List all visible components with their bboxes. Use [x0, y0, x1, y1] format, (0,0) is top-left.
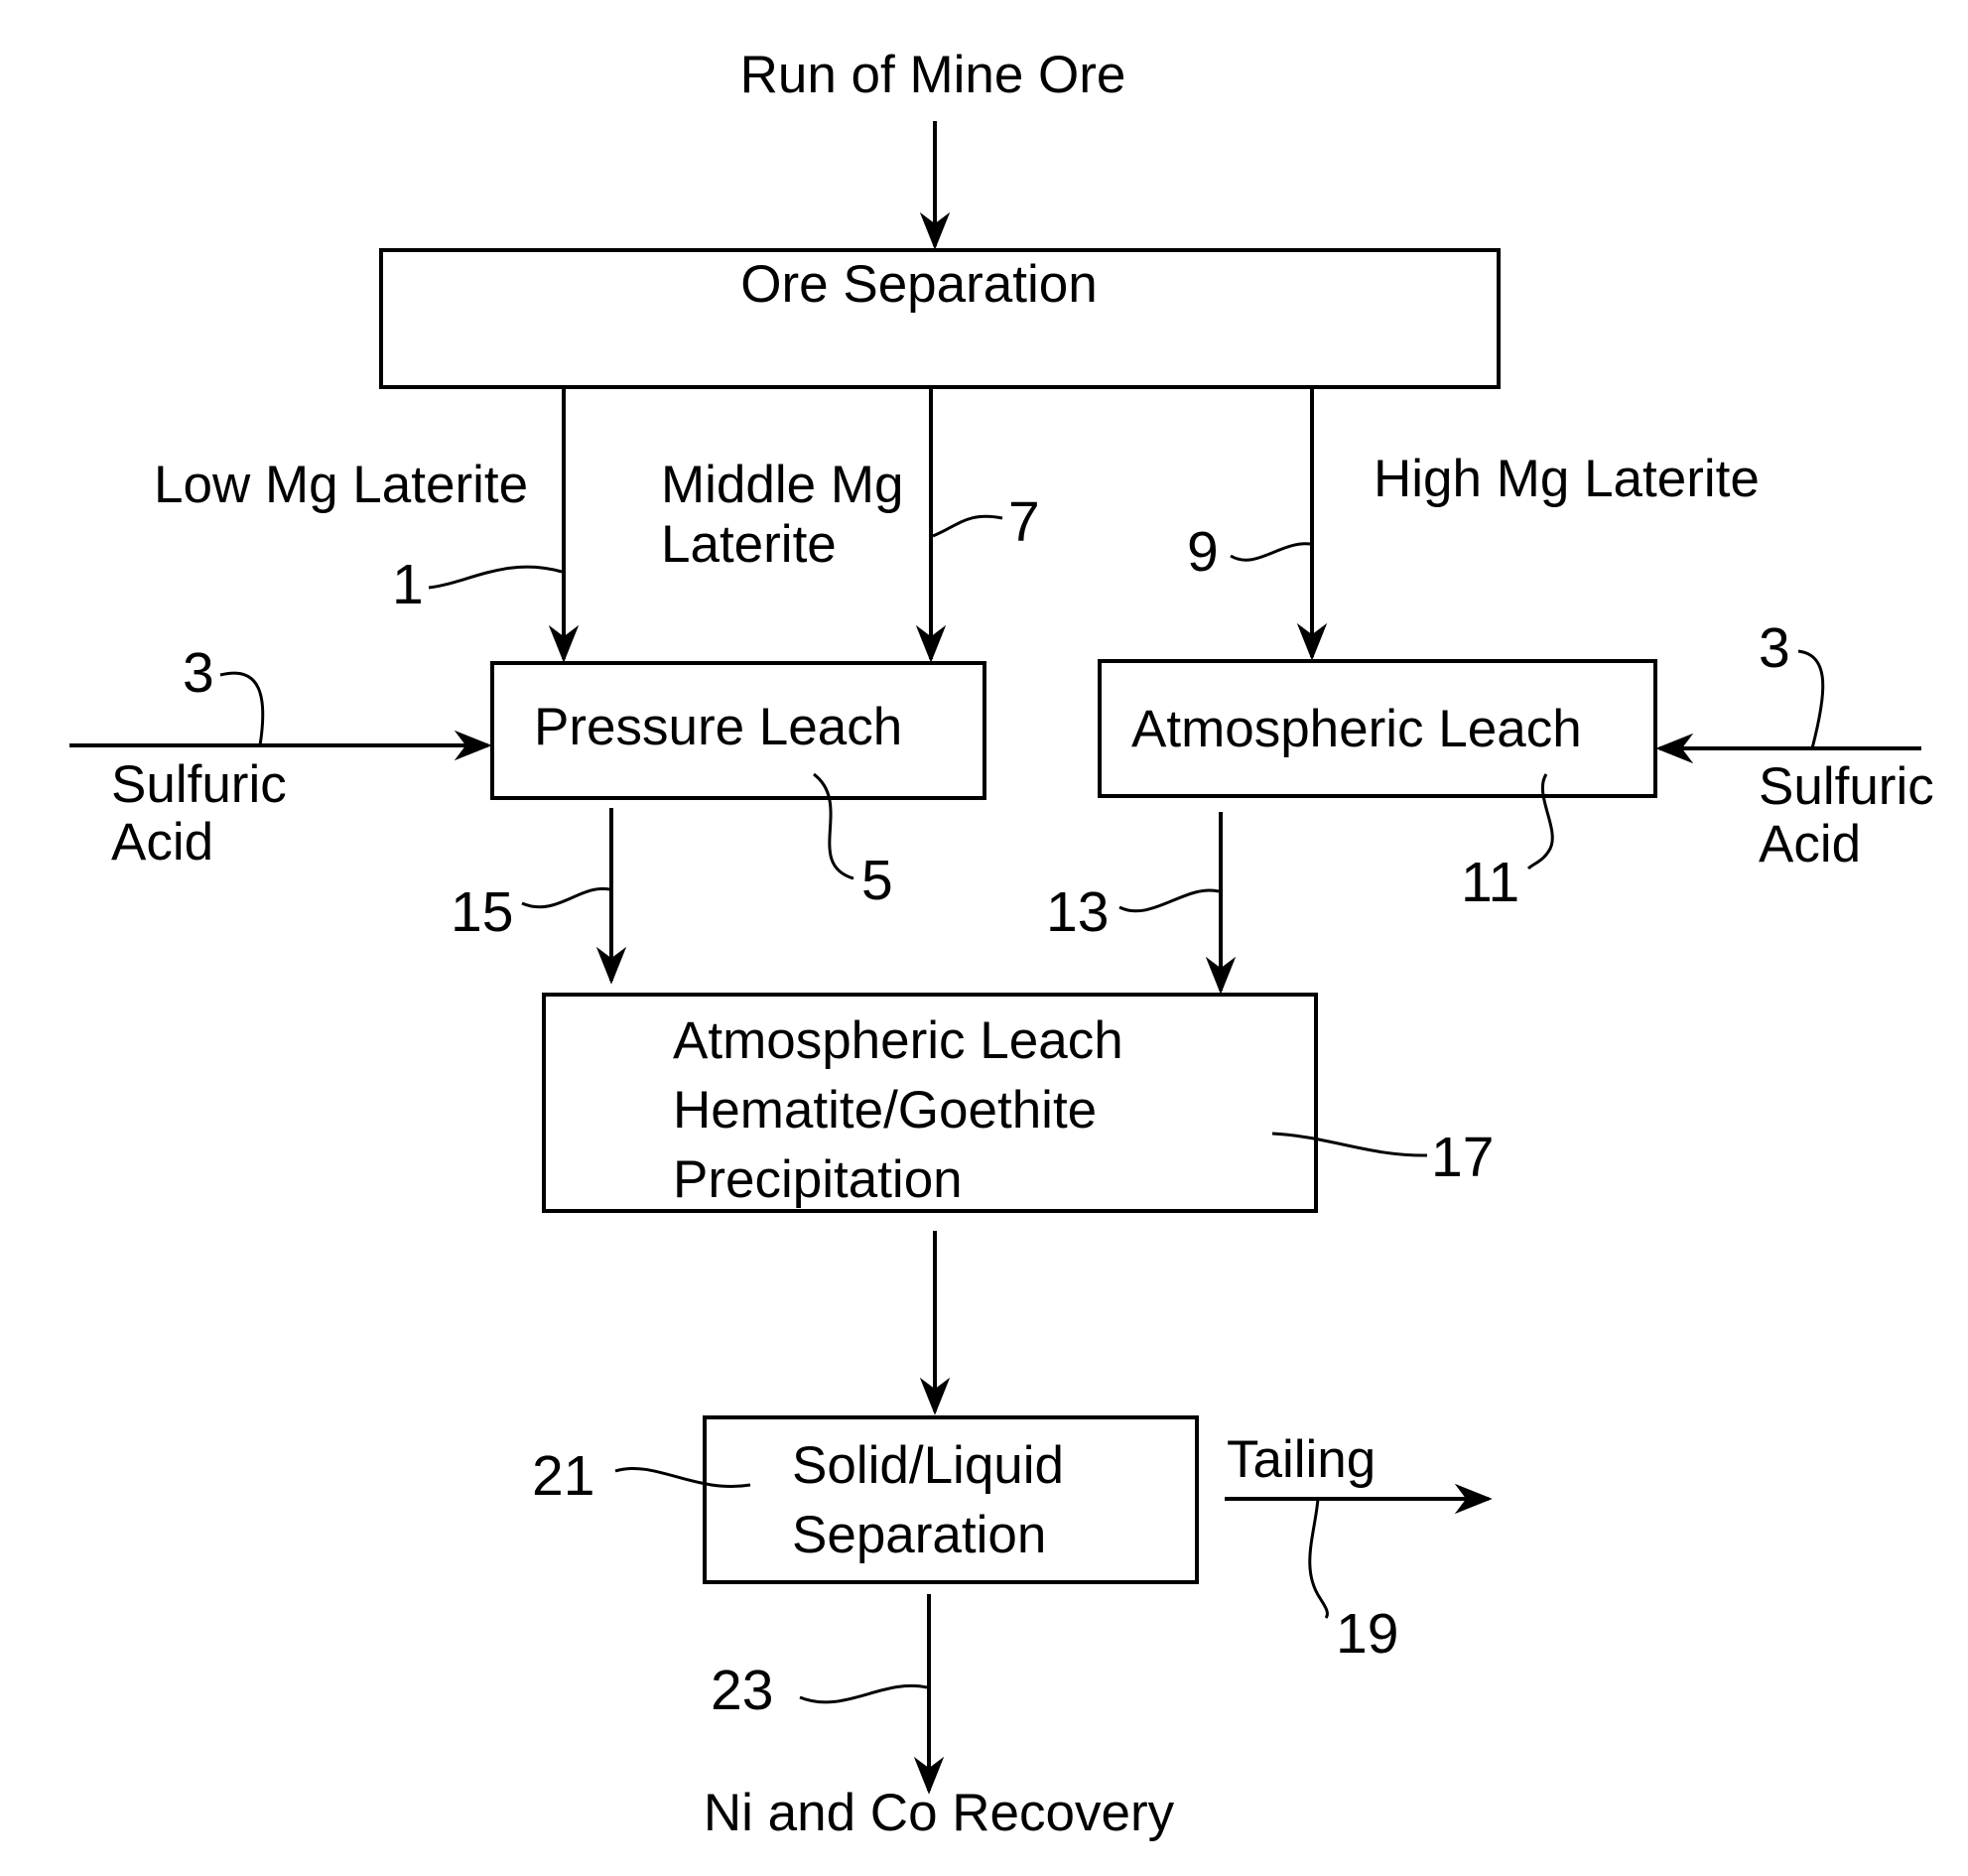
ref-19: 19	[1336, 1602, 1398, 1666]
ref-3-left-leader	[220, 673, 263, 745]
ref-1-leader	[429, 567, 562, 588]
sulfuric-acid-left-line2: Acid	[111, 813, 213, 871]
ref-15-leader	[522, 888, 609, 906]
precipitation-label-line3: Precipitation	[673, 1150, 963, 1209]
middle-mg-label-line2: Laterite	[661, 515, 837, 574]
ref-19-leader	[1310, 1499, 1328, 1618]
sulfuric-acid-right-line1: Sulfuric	[1759, 757, 1934, 816]
ref-7: 7	[1008, 490, 1040, 554]
recovery-label: Ni and Co Recovery	[704, 1784, 1175, 1842]
solid-liquid-label-line1: Solid/Liquid	[792, 1436, 1064, 1495]
low-mg-laterite-label: Low Mg Laterite	[154, 456, 528, 514]
ore-separation-label: Ore Separation	[740, 255, 1097, 314]
atmospheric-leach-label: Atmospheric Leach	[1131, 700, 1582, 758]
middle-mg-label-line1: Middle Mg	[661, 456, 903, 514]
ref-9: 9	[1187, 520, 1219, 584]
run-of-mine-ore-label: Run of Mine Ore	[740, 46, 1126, 104]
ref-13: 13	[1046, 880, 1109, 944]
ref-9-leader	[1231, 544, 1310, 560]
ref-3-right-leader	[1798, 651, 1823, 748]
ref-5: 5	[861, 849, 893, 912]
precipitation-label-line1: Atmospheric Leach	[673, 1011, 1123, 1070]
ref-1: 1	[392, 553, 424, 616]
solid-liquid-label-line2: Separation	[792, 1506, 1046, 1564]
ref-15: 15	[451, 880, 513, 944]
ref-11: 11	[1461, 851, 1519, 914]
tailing-label: Tailing	[1227, 1430, 1376, 1489]
ref-17: 17	[1431, 1126, 1494, 1189]
ref-21: 21	[532, 1444, 594, 1508]
ref-23-leader	[800, 1685, 927, 1702]
ref-3-right: 3	[1759, 616, 1790, 680]
sulfuric-acid-left-line1: Sulfuric	[111, 755, 287, 814]
ref-23: 23	[711, 1659, 773, 1722]
ref-7-leader	[933, 516, 1002, 536]
sulfuric-acid-right-line2: Acid	[1759, 815, 1861, 873]
ref-3-left: 3	[183, 641, 214, 705]
ref-13-leader	[1119, 890, 1219, 911]
high-mg-laterite-label: High Mg Laterite	[1374, 450, 1760, 508]
precipitation-label-line2: Hematite/Goethite	[673, 1081, 1097, 1139]
pressure-leach-label: Pressure Leach	[534, 698, 902, 756]
